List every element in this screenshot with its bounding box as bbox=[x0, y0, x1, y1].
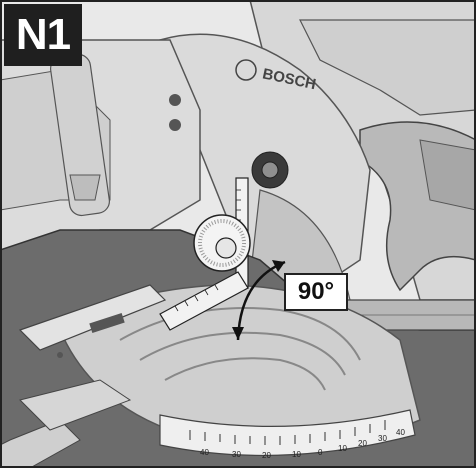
angle-label: 90° bbox=[284, 273, 348, 311]
scale-number: 20 bbox=[358, 439, 367, 448]
scale-number: 10 bbox=[292, 450, 301, 459]
scale-number: 30 bbox=[232, 450, 241, 459]
protractor-square-tool bbox=[159, 177, 251, 331]
scale-number: 40 bbox=[396, 428, 405, 437]
scale-number: 40 bbox=[200, 448, 209, 457]
step-label: N1 bbox=[4, 4, 82, 66]
scale-number: 0 bbox=[318, 448, 323, 457]
scale-number: 20 bbox=[262, 451, 271, 460]
scale-number: 10 bbox=[338, 444, 347, 453]
scale-number: 30 bbox=[378, 434, 387, 443]
